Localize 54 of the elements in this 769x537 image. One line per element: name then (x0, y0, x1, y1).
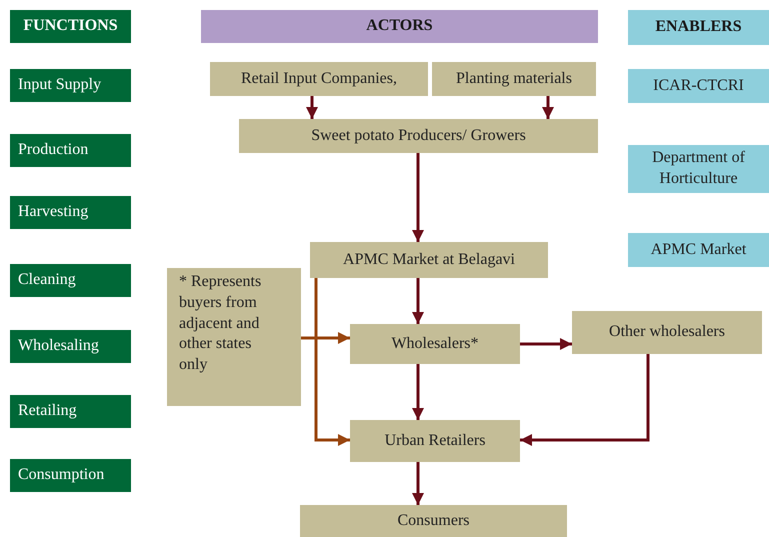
box-label: APMC Market at Belagavi (343, 250, 515, 270)
box-label: Consumers (398, 510, 470, 531)
actor-box (310, 242, 548, 278)
arrow (520, 338, 572, 350)
box-label: ACTORS (366, 16, 433, 36)
arrow (542, 96, 554, 119)
function-box (10, 395, 131, 428)
box-label: Sweet potato Producers/ Growers (311, 126, 526, 146)
function-box (10, 264, 131, 297)
arrow (301, 332, 350, 344)
function-box (10, 134, 131, 167)
box-label: Cleaning (18, 270, 76, 290)
function-box (10, 459, 131, 492)
box-label: Planting materials (456, 68, 572, 89)
actor-box (300, 505, 567, 537)
box-label: Wholesalers* (391, 334, 479, 354)
box-label: Other wholesalers (609, 322, 725, 342)
column-header (10, 10, 131, 43)
arrow (412, 364, 424, 420)
note-text: * Represents buyers from adjacent and other states only (179, 272, 262, 376)
arrow (306, 96, 318, 119)
actor-box (210, 62, 428, 96)
actor-box (239, 119, 598, 153)
function-box (10, 196, 131, 229)
box-label: Consumption (18, 465, 104, 486)
box-label: Wholesaling (18, 336, 99, 356)
actor-box (572, 311, 762, 354)
box-label: APMC Market (650, 240, 746, 260)
box-label: Department of Horticulture (651, 148, 746, 189)
box-label: Harvesting (18, 202, 88, 222)
enabler-box (628, 69, 769, 103)
enabler-box (628, 145, 769, 193)
box-label: Production (18, 140, 88, 160)
box-label: ICAR-CTCRI (653, 76, 744, 96)
column-header (628, 10, 769, 45)
arrow (412, 278, 424, 324)
function-box (10, 69, 131, 102)
box-label: ENABLERS (655, 17, 742, 38)
actor-box (432, 62, 596, 96)
actor-box (350, 420, 520, 462)
arrow (520, 354, 650, 446)
enabler-box (628, 233, 769, 267)
box-label: FUNCTIONS (23, 16, 118, 36)
box-label: Urban Retailers (384, 430, 486, 451)
column-header (201, 10, 598, 43)
box-label: Retail Input Companies, (241, 68, 397, 89)
function-box (10, 330, 131, 363)
actor-box (350, 324, 520, 364)
box-label: Input Supply (18, 75, 102, 96)
box-label: Retailing (18, 401, 77, 422)
arrow (412, 462, 424, 505)
note-box (167, 268, 301, 406)
arrow (314, 278, 350, 446)
arrow (412, 153, 424, 242)
